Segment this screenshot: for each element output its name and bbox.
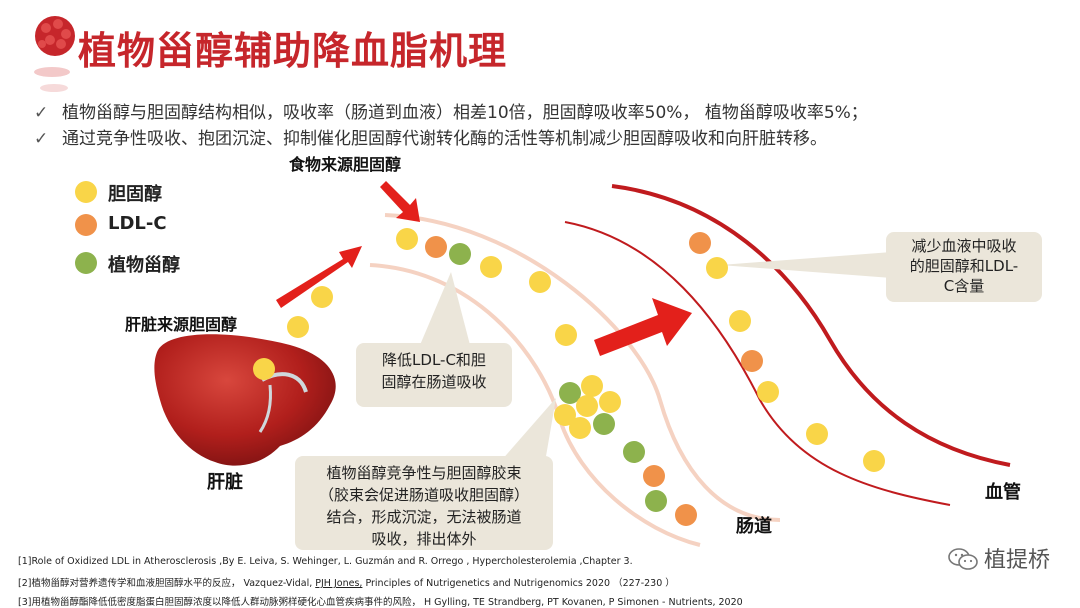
- logo-icon: [34, 16, 75, 92]
- cholesterol-particle: [806, 423, 828, 445]
- reference-3-text: [3]用植物甾醇酯降低低密度脂蛋白胆固醇浓度以降低人群动脉粥样硬化心血管疾病事件…: [18, 597, 743, 608]
- cholesterol-particle: [311, 286, 333, 308]
- legend-dot-cholesterol: [75, 181, 97, 203]
- label-intestine: 肠道: [736, 516, 772, 537]
- check-icon: ✓: [34, 103, 49, 123]
- label-liver-source: 肝脏来源胆固醇: [125, 315, 238, 334]
- cholesterol-particle: [529, 271, 551, 293]
- label-blood-vessel: 血管: [985, 482, 1021, 503]
- cholesterol-particle: [757, 381, 779, 403]
- cholesterol-particle: [554, 404, 576, 426]
- callout-reduce-blood-line-3: C含量: [943, 277, 985, 295]
- cholesterol-particle: [863, 450, 885, 472]
- label-liver: 肝脏: [207, 472, 243, 493]
- ldl-particle: [741, 350, 763, 372]
- callout-reduce-blood: 减少血液中吸收 的胆固醇和LDL- C含量: [886, 232, 1042, 302]
- pointer-reduce-ldl: [420, 272, 470, 345]
- cholesterol-particle: [581, 375, 603, 397]
- reference-2-author-link[interactable]: PJH Jones,: [315, 578, 363, 589]
- phytosterol-particle: [645, 490, 667, 512]
- intestine-outer: [384, 213, 781, 522]
- legend-dot-ldl: [75, 214, 97, 236]
- callout-reduce-ldl: 降低LDL-C和胆 固醇在肠道吸收: [356, 343, 512, 407]
- phytosterol-particle: [559, 382, 581, 404]
- arrow-big: [594, 298, 692, 356]
- phytosterol-particle: [449, 243, 471, 265]
- check-icon: ✓: [34, 129, 49, 149]
- page-title: 植物甾醇辅助降血脂机理: [78, 29, 508, 73]
- cholesterol-particle: [396, 228, 418, 250]
- callout-competitive-line-1: 植物甾醇竞争性与胆固醇胶束: [326, 464, 522, 482]
- cholesterol-particle: [599, 391, 621, 413]
- reference-2-text: [2]植物甾醇对营养遗传学和血液胆固醇水平的反应， Vazquez-Vidal,: [18, 578, 316, 589]
- bullet-2: ✓ 通过竞争性吸收、抱团沉淀、抑制催化胆固醇代谢转化酶的活性等机制减少胆固醇吸收和…: [34, 124, 827, 149]
- ldl-particle: [425, 236, 447, 258]
- pointer-competitive: [500, 398, 556, 462]
- bullet-1-text: 植物甾醇与胆固醇结构相似，吸收率（肠道到血液）相差10倍，胆固醇吸收率50%， …: [62, 103, 868, 123]
- callout-reduce-blood-line-2: 的胆固醇和LDL-: [909, 257, 1019, 275]
- cholesterol-particle: [706, 257, 728, 279]
- liver-illustration: [154, 334, 336, 466]
- arrow-liver: [276, 246, 362, 308]
- cholesterol-particle: [287, 316, 309, 338]
- callout-competitive-line-4: 吸收，排出体外: [371, 530, 477, 548]
- legend-label-ldl: LDL-C: [108, 213, 167, 234]
- wechat-icon: [948, 548, 978, 570]
- reference-2-text-end: Principles of Nutrigenetics and Nutrigen…: [362, 578, 675, 589]
- ldl-particle: [675, 504, 697, 526]
- vessel-outer: [611, 184, 1011, 467]
- ldl-particle: [643, 465, 665, 487]
- legend-dot-phytosterol: [75, 252, 97, 274]
- cholesterol-particle: [555, 324, 577, 346]
- particles: [253, 228, 885, 526]
- callout-competitive-line-2: （胶束会促进肠道吸收胆固醇）: [318, 486, 529, 504]
- cholesterol-particle: [253, 358, 275, 380]
- reference-1: [1]Role of Oxidized LDL in Atheroscleros…: [18, 556, 633, 567]
- cholesterol-particle: [569, 417, 591, 439]
- pointer-blood: [720, 252, 892, 278]
- reference-3: [3]用植物甾醇酯降低低密度脂蛋白胆固醇浓度以降低人群动脉粥样硬化心血管疾病事件…: [18, 594, 743, 608]
- legend-label-cholesterol: 胆固醇: [108, 184, 162, 205]
- watermark: 植提桥: [948, 542, 1050, 574]
- phytosterol-particle: [593, 413, 615, 435]
- cholesterol-particle: [729, 310, 751, 332]
- bullet-2-text: 通过竞争性吸收、抱团沉淀、抑制催化胆固醇代谢转化酶的活性等机制减少胆固醇吸收和向…: [62, 129, 827, 149]
- cholesterol-particle: [576, 395, 598, 417]
- watermark-text: 植提桥: [983, 548, 1050, 573]
- reference-1-text: [1]Role of Oxidized LDL in Atheroscleros…: [18, 556, 633, 567]
- arrow-food: [380, 181, 420, 222]
- legend-label-phytosterol: 植物甾醇: [108, 255, 180, 276]
- callout-reduce-ldl-line-1: 降低LDL-C和胆: [382, 351, 486, 369]
- callout-competitive: 植物甾醇竞争性与胆固醇胶束 （胶束会促进肠道吸收胆固醇） 结合，形成沉淀，无法被…: [295, 456, 553, 550]
- callout-reduce-ldl-line-2: 固醇在肠道吸收: [381, 373, 487, 391]
- ldl-particle: [689, 232, 711, 254]
- vessel-inner: [564, 221, 951, 506]
- bullet-1: ✓ 植物甾醇与胆固醇结构相似，吸收率（肠道到血液）相差10倍，胆固醇吸收率50%，…: [34, 98, 868, 123]
- cholesterol-particle: [480, 256, 502, 278]
- callout-competitive-line-3: 结合，形成沉淀，无法被肠道: [326, 508, 522, 526]
- label-food-source: 食物来源胆固醇: [289, 155, 402, 174]
- callout-reduce-blood-line-1: 减少血液中吸收: [911, 237, 1017, 255]
- phytosterol-particle: [623, 441, 645, 463]
- reference-2: [2]植物甾醇对营养遗传学和血液胆固醇水平的反应， Vazquez-Vidal,…: [18, 575, 675, 589]
